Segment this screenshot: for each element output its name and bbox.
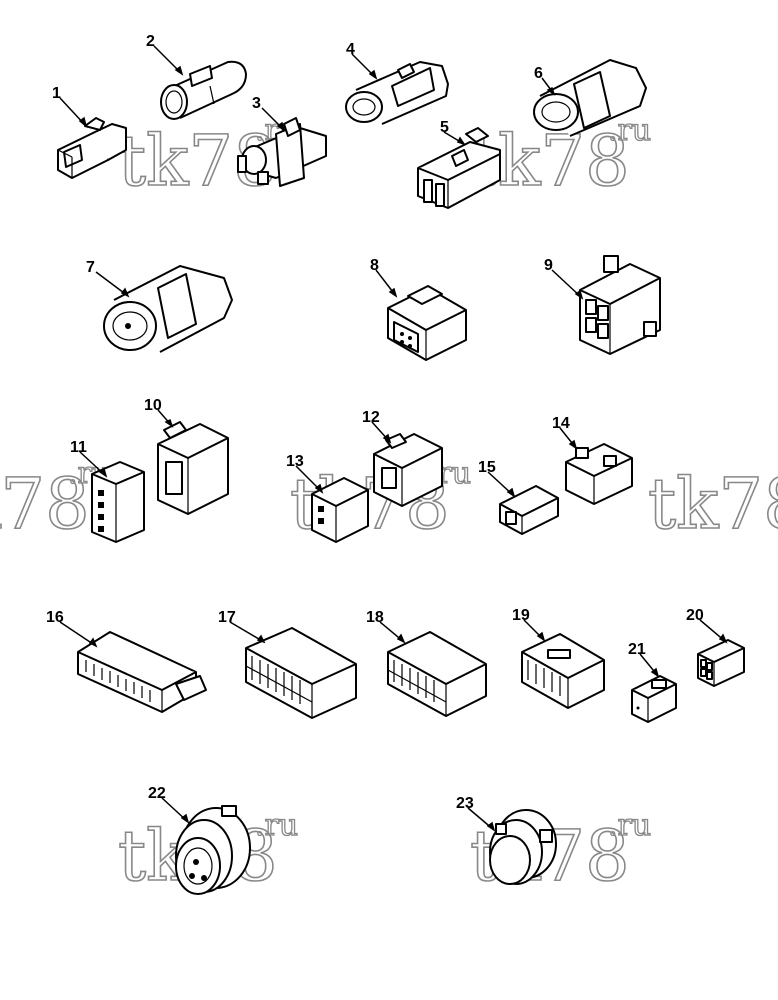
callout-label: 21 <box>628 641 646 658</box>
callout-label: 18 <box>366 609 384 626</box>
connector-part-18 <box>387 631 487 717</box>
leader-lines <box>59 45 728 832</box>
callout-label: 22 <box>148 785 166 802</box>
callout-label: 19 <box>512 607 530 624</box>
connector-part-20 <box>697 639 745 687</box>
watermark-suffix: .ru <box>255 808 298 843</box>
connector-part-14 <box>565 443 633 505</box>
connector-part-11 <box>91 461 145 543</box>
connector-part-13 <box>311 477 369 543</box>
callout-labels: 1 2 3 4 5 6 7 8 9 10 11 12 13 14 15 16 1… <box>46 33 704 812</box>
callout-label: 1 <box>52 85 61 102</box>
callout-label: 3 <box>252 95 261 112</box>
connector-part-17 <box>245 627 357 719</box>
callout-label: 4 <box>346 41 355 58</box>
connector-part-16 <box>77 631 207 713</box>
connector-part-1 <box>57 117 127 179</box>
connector-part-4 <box>345 61 449 125</box>
connector-part-19 <box>521 633 605 709</box>
callout-label: 10 <box>144 397 162 414</box>
watermark-suffix: .ru <box>608 113 651 148</box>
watermark-text: tk78 <box>648 463 778 545</box>
connector-part-21 <box>631 675 677 723</box>
callout-label: 8 <box>370 257 379 274</box>
watermark-text: tk78 <box>0 463 90 545</box>
callout-label: 9 <box>544 257 553 274</box>
connector-part-9 <box>579 255 661 355</box>
callout-label: 7 <box>86 259 95 276</box>
connector-part-22 <box>175 805 251 895</box>
connector-part-10 <box>157 421 229 515</box>
connector-part-15 <box>499 485 559 535</box>
callout-label: 16 <box>46 609 64 626</box>
callout-label: 2 <box>146 33 155 50</box>
connector-part-23 <box>489 809 557 885</box>
callout-label: 17 <box>218 609 236 626</box>
callout-label: 13 <box>286 453 304 470</box>
callout-label: 11 <box>70 439 87 456</box>
connector-part-8 <box>387 285 467 361</box>
callout-label: 12 <box>362 409 380 426</box>
callout-label: 20 <box>686 607 704 624</box>
callout-label: 15 <box>478 459 496 476</box>
callout-label: 23 <box>456 795 474 812</box>
connector-part-12 <box>373 433 443 507</box>
callout-label: 14 <box>552 415 570 432</box>
watermark-suffix: .ru <box>608 808 651 843</box>
callout-label: 6 <box>534 65 543 82</box>
connector-part-2 <box>160 60 247 120</box>
connector-part-7 <box>103 265 233 353</box>
callout-label: 5 <box>440 119 449 136</box>
connector-part-5 <box>417 127 501 209</box>
connector-part-3 <box>237 117 327 187</box>
connector-part-6 <box>533 59 647 137</box>
